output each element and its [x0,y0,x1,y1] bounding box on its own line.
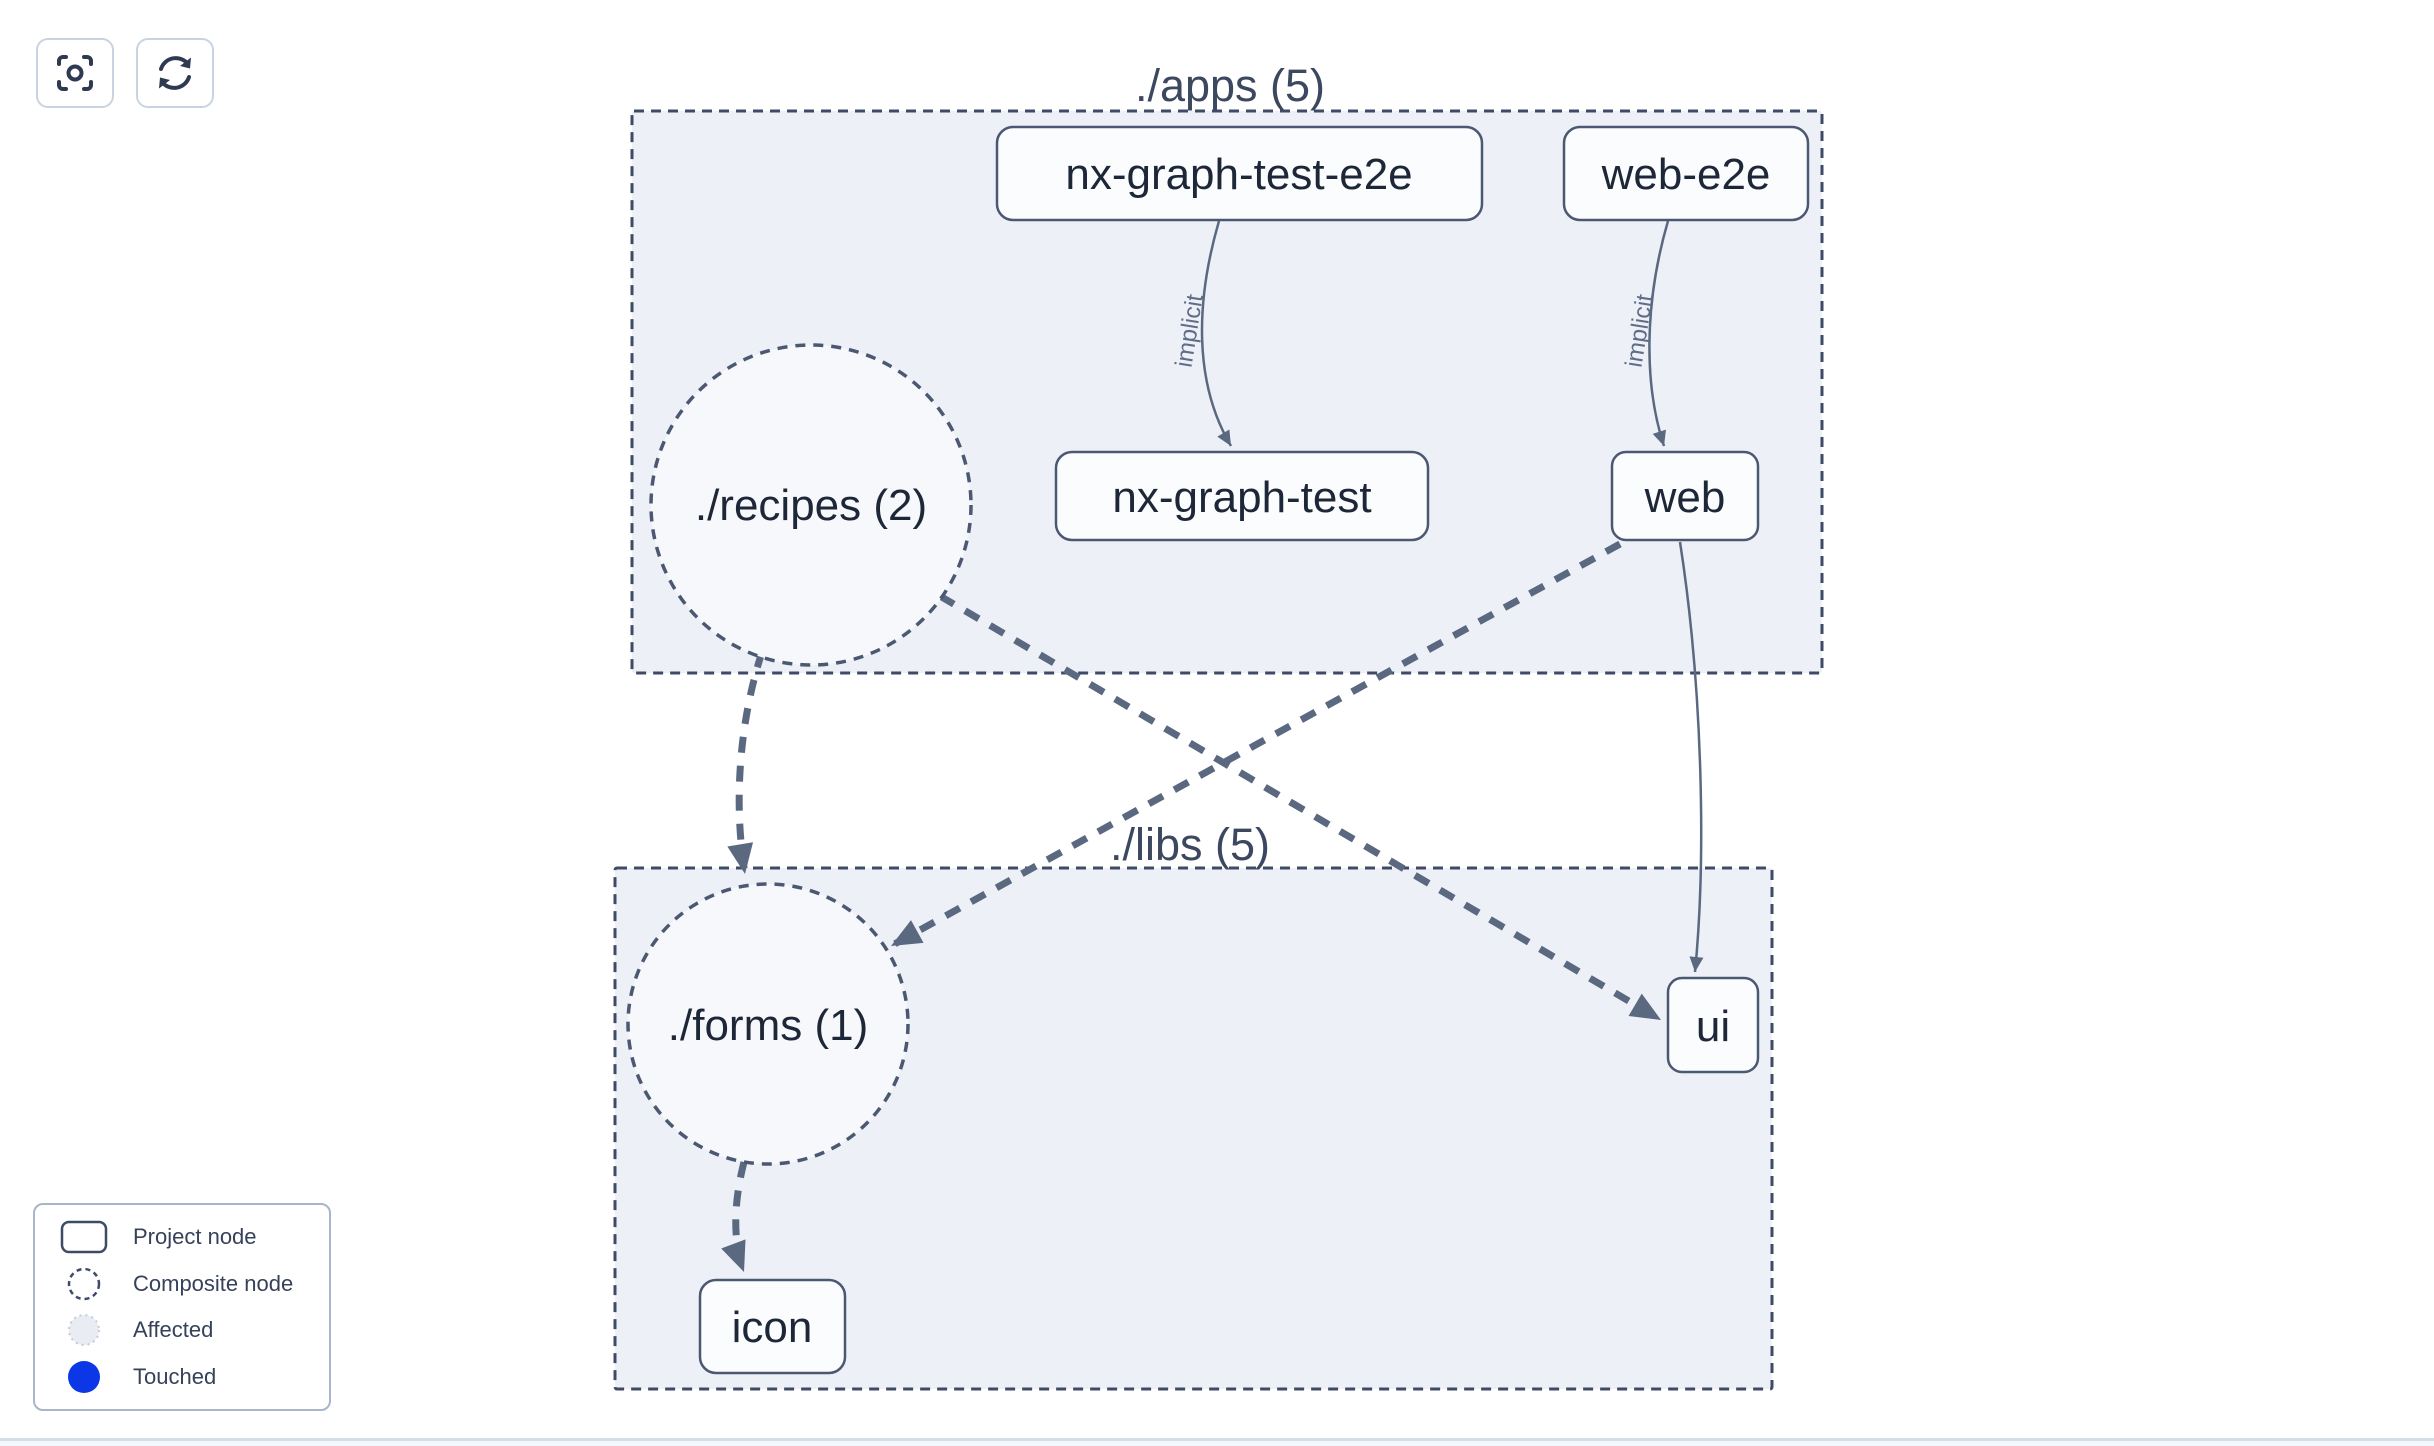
legend-row-affected: Affected [35,1310,329,1350]
project-node-web-e2e-label: web-e2e [1601,150,1771,199]
composite-node-recipes-label: ./recipes (2) [695,481,927,530]
project-node-nx-graph-test-e2e[interactable] [995,125,1484,222]
page-bottom-border [0,1438,2434,1446]
refresh-button[interactable] [136,38,214,108]
legend-label: Composite node [133,1270,294,1296]
project-node-web-e2e[interactable] [1562,125,1810,222]
project-node-icon-label: icon [732,1303,813,1352]
focus-button[interactable] [36,38,114,108]
edge-web-to-ui [1678,541,1704,973]
edge-recipes-to-ui [938,592,1663,1024]
composite-node-recipes[interactable] [649,343,973,667]
edge-recipes-to-forms [727,650,766,875]
legend-label: Touched [133,1363,217,1389]
project-node-icon[interactable] [698,1278,847,1375]
legend-label: Affected [133,1317,214,1343]
project-node-web[interactable] [1610,450,1760,542]
project-node-ui[interactable] [1666,976,1760,1074]
refresh-icon [159,56,191,90]
focus-icon [57,55,93,91]
group-libs-label: ./libs (5) [1110,819,1270,870]
edge-web-to-forms [889,540,1622,950]
group-apps-label: ./apps (5) [1135,60,1325,111]
legend-row-project-node: Project node [35,1217,329,1257]
legend: Project node Composite node Affected Tou… [33,1203,331,1411]
project-node-nx-graph-test[interactable] [1054,450,1430,542]
legend-row-touched: Touched [35,1357,329,1397]
project-node-swatch [35,1217,133,1257]
legend-label: Project node [133,1224,257,1250]
edge-web-e2e-to-web [1648,220,1670,447]
composite-node-forms[interactable] [626,882,910,1166]
project-node-web-label: web [1644,473,1726,522]
project-node-ui-label: ui [1696,1002,1730,1051]
project-node-nx-graph-test-e2e-label: nx-graph-test-e2e [1065,150,1412,199]
edge-forms-to-icon [721,1161,748,1274]
legend-row-composite-node: Composite node [35,1264,329,1304]
project-node-nx-graph-test-label: nx-graph-test [1112,473,1371,522]
edge-nx-graph-test-e2e-to-nx-graph-test [1200,220,1233,447]
affected-swatch [35,1310,133,1350]
composite-node-forms-label: ./forms (1) [668,1001,868,1050]
toolbar [36,38,214,108]
composite-node-swatch [35,1264,133,1304]
touched-swatch [35,1357,133,1397]
